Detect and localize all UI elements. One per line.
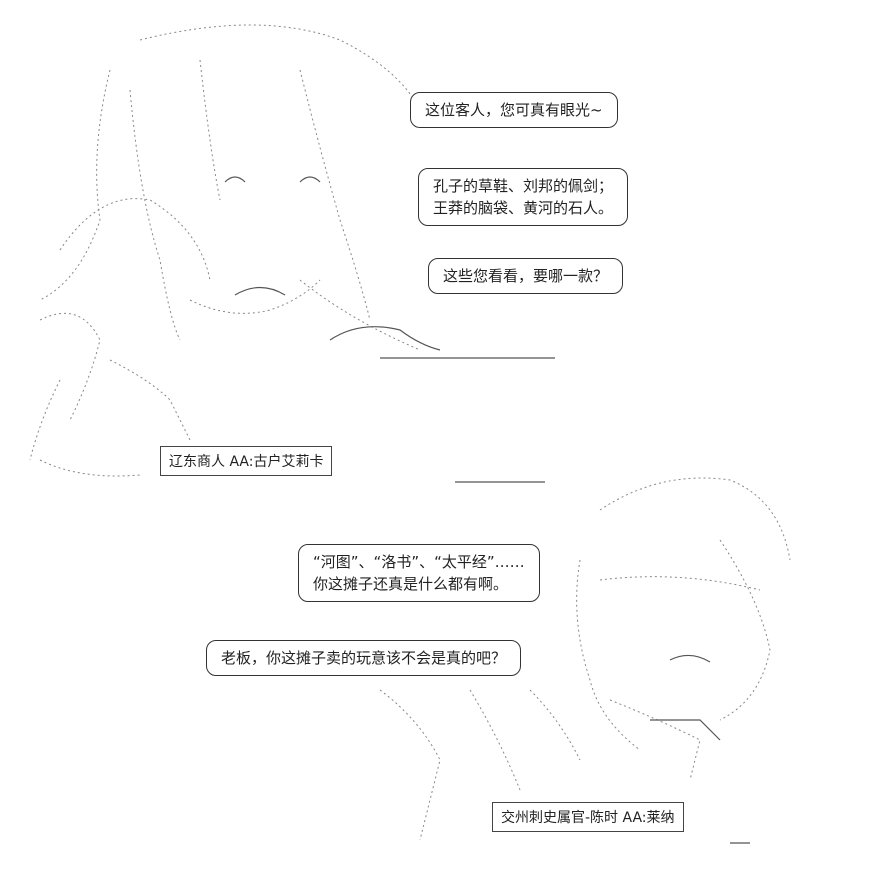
character-label-top: 辽东商人 AA:古户艾莉卡 — [160, 446, 333, 476]
bubble-line: 王莽的脑袋、黄河的石人。 — [433, 199, 614, 217]
speech-bubble-3: 这些您看看，要哪一款？ — [428, 258, 624, 294]
speech-bubble-1: 这位客人，您可真有眼光~ — [410, 92, 618, 128]
bubble-line: 老板，你这摊子卖的玩意该不会是真的吧？ — [221, 649, 507, 667]
speech-bubble-4: “河图”、“洛书”、“太平经”…… 你这摊子还真是什么都有啊。 — [298, 544, 540, 602]
speech-bubble-5: 老板，你这摊子卖的玩意该不会是真的吧？ — [206, 640, 522, 676]
bubble-line: 这位客人，您可真有眼光~ — [425, 101, 603, 119]
bubble-line: “河图”、“洛书”、“太平经”…… — [313, 553, 525, 571]
speech-bubble-2: 孔子的草鞋、刘邦的佩剑； 王莽的脑袋、黄河的石人。 — [418, 168, 629, 226]
bubble-line: 你这摊子还真是什么都有啊。 — [313, 575, 509, 593]
character-label-bottom: 交州刺史属官-陈时 AA:莱纳 — [492, 802, 684, 832]
bubble-line: 孔子的草鞋、刘邦的佩剑； — [433, 177, 614, 195]
bubble-line: 这些您看看，要哪一款？ — [443, 267, 609, 285]
